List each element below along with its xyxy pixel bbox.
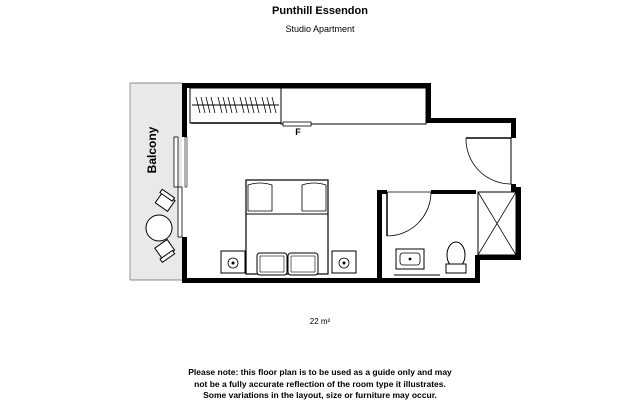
balcony-table bbox=[145, 214, 173, 242]
bathroom-door bbox=[386, 191, 432, 237]
fridge-label: F bbox=[295, 127, 301, 137]
disclaimer: Please note: this floor plan is to be us… bbox=[0, 367, 640, 402]
plan-title: Punthill Essendon bbox=[272, 5, 368, 17]
disclaimer-line-1: Please note: this floor plan is to be us… bbox=[188, 367, 452, 377]
bedside-table-right bbox=[331, 250, 357, 274]
disclaimer-line-3: Some variations in the layout, size or f… bbox=[203, 390, 437, 400]
bedside-table-left bbox=[220, 250, 246, 274]
balcony-label: Balcony bbox=[145, 126, 159, 173]
shower bbox=[477, 191, 517, 256]
kitchen-bench bbox=[280, 87, 427, 127]
chair-right bbox=[287, 252, 319, 276]
area-label: 22 m² bbox=[309, 317, 331, 326]
balcony-chair-top bbox=[154, 188, 176, 213]
chair-left bbox=[256, 252, 288, 276]
vanity-basin bbox=[395, 248, 425, 270]
wardrobe bbox=[189, 87, 282, 124]
plan-subtitle: Studio Apartment bbox=[285, 24, 355, 34]
fridge bbox=[282, 121, 312, 127]
walls bbox=[182, 83, 521, 283]
entry-door bbox=[465, 137, 512, 185]
disclaimer-line-2: not be a fully accurate reflection of th… bbox=[194, 378, 446, 389]
toilet bbox=[445, 241, 467, 274]
balcony-chair-bottom bbox=[154, 238, 176, 264]
